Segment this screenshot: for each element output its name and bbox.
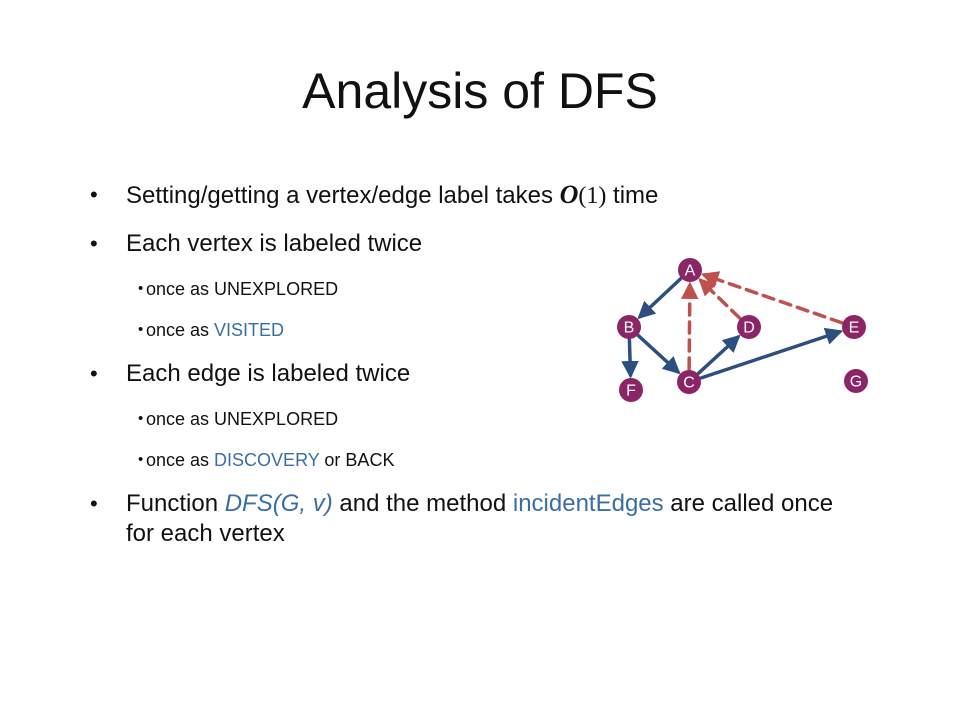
bullet-label-time: Setting/getting a vertex/edge label take… xyxy=(88,180,848,211)
edge-b-c-discovery xyxy=(636,334,681,375)
vertex-circle xyxy=(677,370,701,394)
edge-c-d-discovery xyxy=(696,334,741,375)
vertex-circle xyxy=(842,315,866,339)
vertex-circle xyxy=(617,315,641,339)
big-o-notation: O(1) xyxy=(559,180,607,209)
vertex-circle xyxy=(678,258,702,282)
nodes-layer: A B D E F C G xyxy=(617,258,868,402)
edge-e-a-back xyxy=(700,271,844,325)
vertex-circle xyxy=(737,315,761,339)
vertex-c: C xyxy=(677,370,701,394)
vertex-b: B xyxy=(617,315,641,339)
vertex-circle xyxy=(619,378,643,402)
vertex-d: D xyxy=(737,315,761,339)
vertex-label: A xyxy=(685,263,696,280)
edge-a-b-discovery xyxy=(637,277,683,320)
vertex-g: G xyxy=(844,369,868,393)
vertex-label: D xyxy=(743,320,755,337)
vertex-label: E xyxy=(849,320,860,337)
bullet-vertex-labeled: Each vertex is labeled twice xyxy=(88,229,848,259)
edge-c-e-discovery xyxy=(699,327,844,380)
slide-title: Analysis of DFS xyxy=(302,63,658,119)
sub-bullet-edge-unexplored: once as UNEXPLORED xyxy=(88,407,848,431)
vertex-a: A xyxy=(678,258,702,282)
vertex-label: F xyxy=(626,383,636,400)
bullet-edge-labeled: Each edge is labeled twice xyxy=(88,359,848,389)
dfs-graph-diagram: A B D E F C G xyxy=(617,258,868,402)
vertex-f: F xyxy=(619,378,643,402)
vertex-e: E xyxy=(842,315,866,339)
edge-c-a-back xyxy=(680,281,699,371)
sub-bullet-vertex-visited: once as VISITED xyxy=(88,318,848,342)
sub-bullet-edge-discovery: once as DISCOVERY or BACK xyxy=(88,448,848,472)
sub-bullet-vertex-unexplored: once as UNEXPLORED xyxy=(88,277,848,301)
vertex-circle xyxy=(844,369,868,393)
vertex-label: B xyxy=(624,320,635,337)
bullet-list: Setting/getting a vertex/edge label take… xyxy=(88,180,848,567)
bullet-function-calls: Function DFS(G, v) and the method incide… xyxy=(88,489,848,549)
vertex-label: C xyxy=(683,375,695,392)
edge-b-f-discovery xyxy=(621,338,639,379)
edges-layer xyxy=(621,271,844,380)
vertex-label: G xyxy=(850,374,862,391)
